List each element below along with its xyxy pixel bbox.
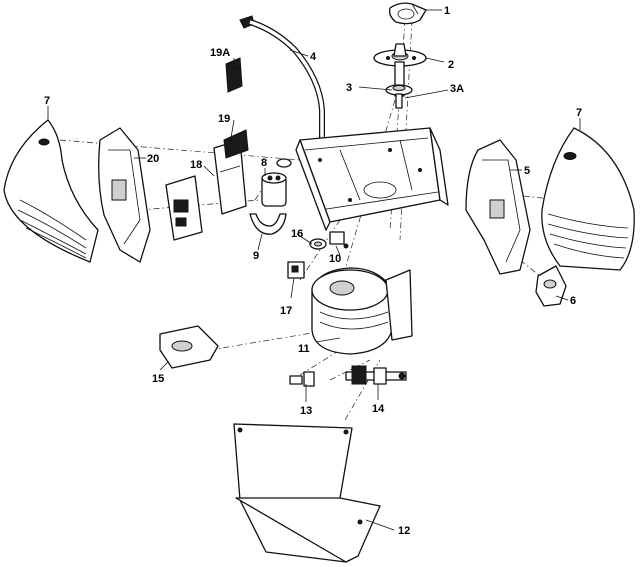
label-20: 20	[147, 153, 159, 165]
label-3a: 3A	[450, 83, 464, 95]
label-14: 14	[372, 403, 385, 415]
part-16-bearing	[309, 238, 327, 250]
label-18: 18	[190, 159, 202, 171]
part-19-receiver-board	[213, 129, 249, 215]
label-10: 10	[329, 253, 341, 265]
label-7-right: 7	[576, 107, 582, 119]
label-19a: 19A	[210, 47, 230, 59]
part-20-left-housing	[98, 127, 151, 263]
chassis-plate	[295, 127, 449, 231]
label-3: 3	[346, 82, 352, 94]
label-2: 2	[448, 59, 454, 71]
part-3-drive-shaft	[385, 61, 413, 109]
label-8: 8	[261, 157, 267, 169]
part-14-travel-screw	[345, 365, 407, 385]
callout-labels: 1 2 3 3A 4 5 6 7 7 8 9 10 11 12 13 14 15…	[44, 5, 582, 537]
part-8-capacitor	[261, 158, 292, 207]
label-7-left: 7	[44, 95, 50, 107]
part-18-logic-board	[165, 175, 203, 241]
part-11-motor	[311, 267, 413, 355]
label-19: 19	[218, 113, 230, 125]
part-10-limit-switch	[329, 231, 349, 249]
label-17: 17	[280, 305, 292, 317]
part-7-left-cover	[3, 119, 99, 263]
label-1: 1	[444, 5, 450, 17]
part-4-power-cord	[239, 15, 325, 140]
label-6: 6	[570, 295, 576, 307]
part-6-right-lens	[535, 265, 567, 307]
leader-lines	[47, 9, 581, 531]
part-12-light-lens	[233, 423, 381, 563]
part-7-right-cover	[541, 127, 635, 271]
part-9-capacitor-bracket	[249, 213, 287, 235]
part-17-travel-module	[287, 261, 305, 279]
part-15-socket-housing	[159, 325, 219, 369]
label-15: 15	[152, 373, 164, 385]
part-13-terminal	[289, 371, 315, 387]
label-4: 4	[310, 51, 317, 63]
part-5-right-housing	[465, 139, 531, 275]
part-2-sprocket-plate	[373, 43, 427, 67]
label-13: 13	[300, 405, 312, 417]
label-5: 5	[524, 165, 530, 177]
label-12: 12	[398, 525, 410, 537]
label-16: 16	[291, 228, 303, 240]
part-19a-antenna-board	[225, 57, 243, 93]
label-11: 11	[298, 343, 310, 355]
label-9: 9	[253, 250, 259, 262]
part-1-lens-cap	[388, 2, 427, 25]
